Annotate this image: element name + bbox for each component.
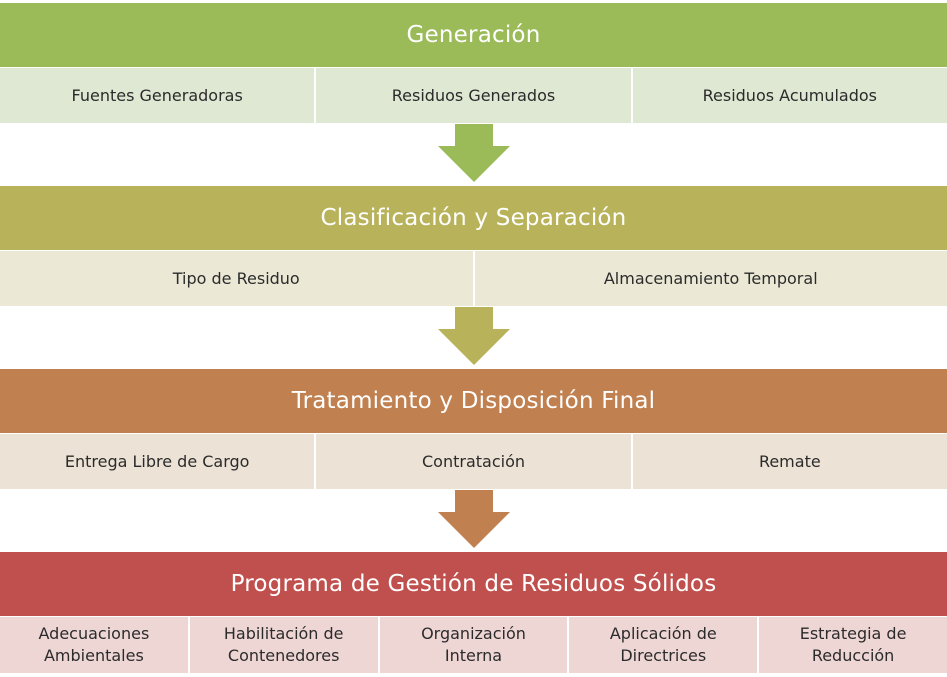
item-entrega-libre-de-cargo: Entrega Libre de Cargo bbox=[0, 434, 317, 489]
item-aplicacion-de-directrices: Aplicación de Directrices bbox=[569, 617, 760, 673]
stage-title: Tratamiento y Disposición Final bbox=[291, 388, 656, 414]
stage-tratamiento-header: Tratamiento y Disposición Final bbox=[0, 369, 947, 433]
stage-generacion-header: Generación bbox=[0, 3, 947, 67]
arrow-down-icon bbox=[438, 124, 510, 182]
stage-title: Clasificación y Separación bbox=[320, 205, 627, 231]
item-tipo-de-residuo: Tipo de Residuo bbox=[0, 251, 475, 306]
item-habilitacion-de-contenedores: Habilitación de Contenedores bbox=[190, 617, 380, 673]
stage-programa-items: Adecuaciones Ambientales Habilitación de… bbox=[0, 617, 947, 673]
stage-programa-header: Programa de Gestión de Residuos Sólidos bbox=[0, 552, 947, 616]
stage-generacion-items: Fuentes Generadoras Residuos Generados R… bbox=[0, 68, 947, 123]
item-adecuaciones-ambientales: Adecuaciones Ambientales bbox=[0, 617, 190, 673]
item-almacenamiento-temporal: Almacenamiento Temporal bbox=[603, 268, 818, 288]
item-residuos-acumulados: Residuos Acumulados bbox=[702, 85, 878, 105]
stage-title: Generación bbox=[406, 22, 541, 48]
stage-clasificacion-header: Clasificación y Separación bbox=[0, 186, 947, 250]
arrow-down-icon bbox=[438, 490, 510, 548]
arrow-down-icon bbox=[438, 307, 510, 365]
item-contratacion: Contratación bbox=[316, 434, 633, 489]
stage-tratamiento-items: Entrega Libre de Cargo Contratación Rema… bbox=[0, 434, 947, 489]
item-fuentes-generadoras: Fuentes Generadoras bbox=[0, 68, 317, 123]
stage-clasificacion-items: Tipo de Residuo Almacenamiento Temporal bbox=[0, 251, 947, 306]
stage-title: Programa de Gestión de Residuos Sólidos bbox=[230, 571, 717, 597]
item-residuos-generados: Residuos Generados bbox=[316, 68, 633, 123]
item-estrategia-de-reduccion: Estrategia de Reducción bbox=[799, 624, 907, 665]
item-remate: Remate bbox=[758, 451, 821, 471]
item-organizacion-interna: Organización Interna bbox=[380, 617, 570, 673]
